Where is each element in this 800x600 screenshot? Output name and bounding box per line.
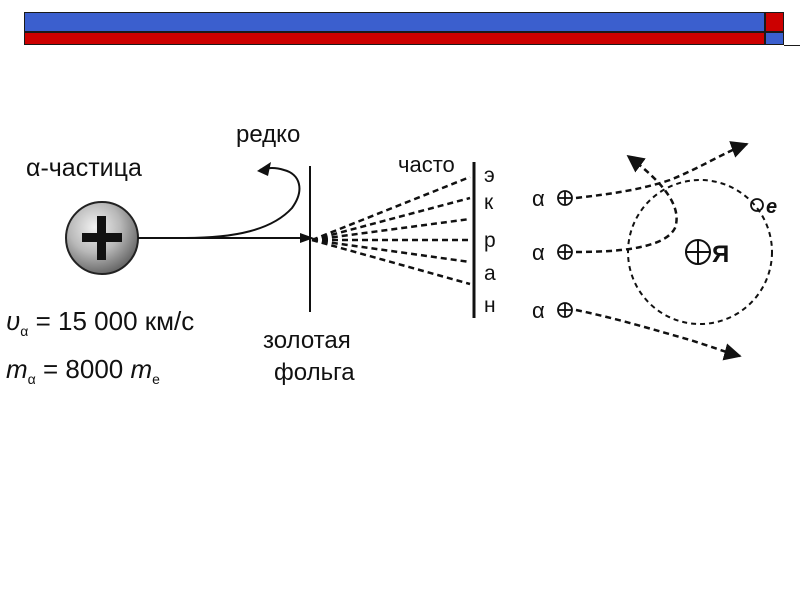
alpha-label: α	[532, 298, 545, 323]
screen-label: э к р а н	[484, 164, 496, 317]
mass-value: = 8000	[36, 354, 131, 384]
screen-letter: р	[484, 229, 496, 252]
screen-letter: э	[484, 164, 495, 187]
backscatter-path	[184, 167, 301, 239]
mass-unit-subscript: e	[152, 371, 160, 387]
alpha-label: α	[532, 186, 545, 211]
electron	[750, 198, 764, 212]
header-blue-bar	[24, 12, 765, 32]
mass-formula: mα = 8000 me	[6, 354, 160, 387]
electron-label: e	[766, 196, 777, 218]
mass-symbol: m	[6, 354, 28, 384]
header-line	[784, 45, 800, 46]
often-label: часто	[398, 152, 455, 177]
velocity-symbol: υ	[6, 306, 20, 336]
alpha-particle-3: α	[532, 298, 573, 323]
alpha-label: α	[532, 240, 545, 265]
header-red-square	[765, 12, 784, 32]
screen-letter: к	[484, 191, 494, 214]
mass-subscript: α	[28, 371, 36, 387]
foil-label-line2: фольга	[274, 359, 355, 386]
alpha-particle-2: α	[532, 240, 573, 265]
atom-trajectories	[575, 141, 749, 361]
nucleus-label: Я	[712, 241, 729, 268]
alpha-particle-1: α	[532, 186, 573, 211]
foil-label-line1: золотая	[263, 327, 351, 354]
nucleus	[685, 239, 711, 265]
header-red-bar	[24, 32, 765, 45]
header-blue-square	[765, 32, 784, 45]
velocity-formula: υα = 15 000 км/с	[6, 306, 194, 339]
alpha-particle-ball	[65, 201, 139, 275]
screen-letter: н	[484, 294, 496, 317]
incoming-arrowhead	[300, 233, 314, 243]
alpha-particle-label: α-частица	[26, 154, 142, 182]
mass-unit-symbol: m	[130, 354, 152, 384]
slide-header	[24, 12, 800, 46]
velocity-value: = 15 000 км/с	[28, 306, 194, 336]
rarely-label: редко	[236, 121, 300, 148]
backscatter-arrowhead	[257, 162, 271, 176]
screen-letter: а	[484, 262, 496, 285]
velocity-subscript: α	[20, 323, 28, 339]
scattered-rays	[311, 175, 471, 286]
atom-boundary	[627, 179, 773, 325]
